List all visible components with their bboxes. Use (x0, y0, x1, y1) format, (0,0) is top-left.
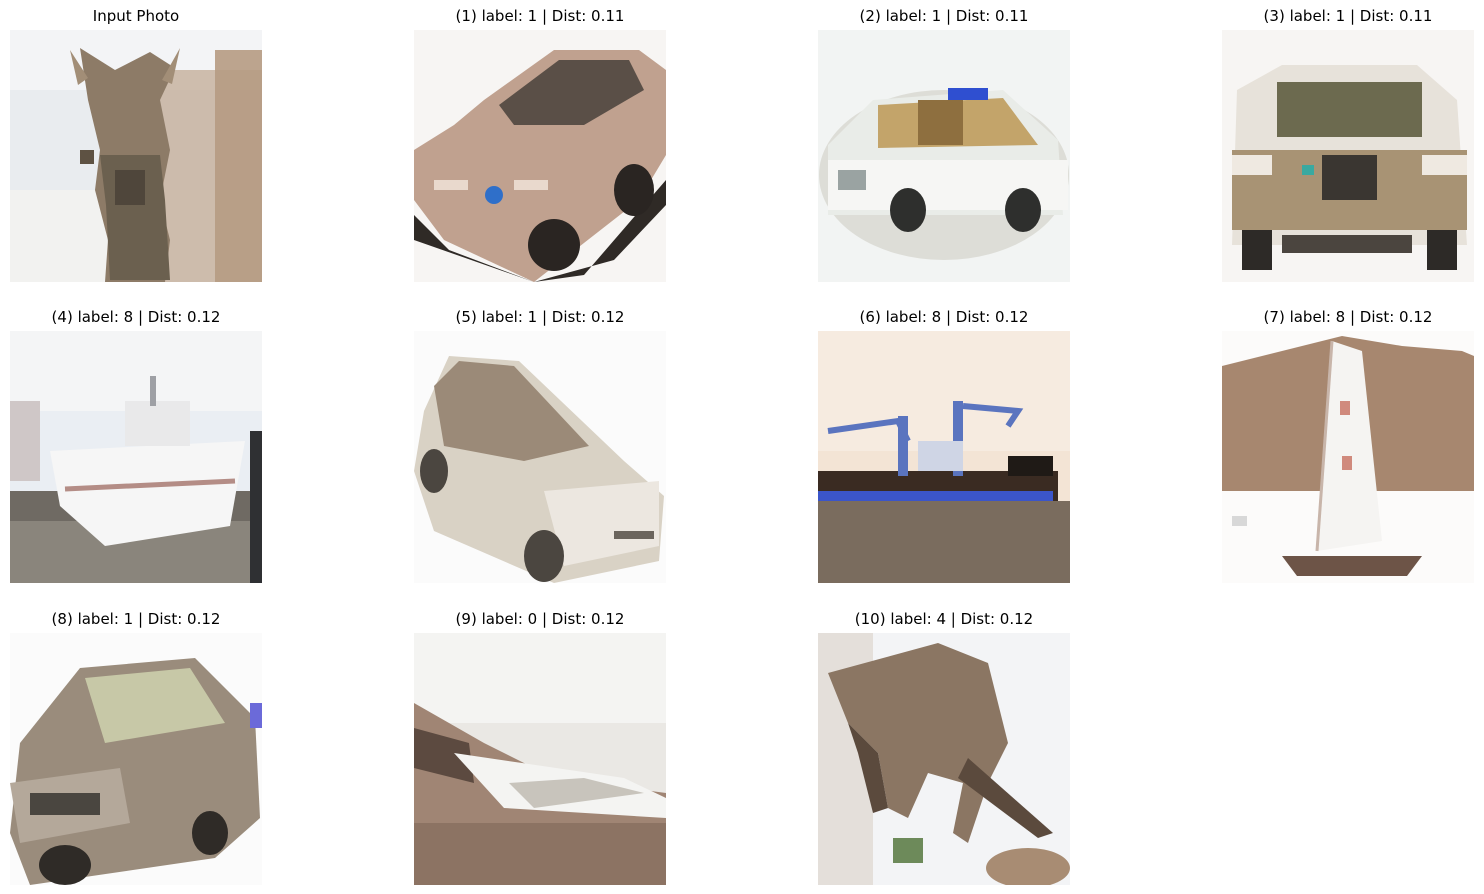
result-image-7 (1222, 331, 1474, 583)
input-image (10, 30, 262, 282)
deer-image (10, 30, 262, 282)
panel-title: (4) label: 8 | Dist: 0.12 (51, 308, 221, 326)
result-image-9 (414, 633, 666, 885)
car-image (414, 30, 666, 282)
empty-slot (1222, 633, 1474, 885)
panel-title: (3) label: 1 | Dist: 0.11 (1263, 7, 1433, 25)
airplane-image (414, 633, 666, 885)
panel-title: (2) label: 1 | Dist: 0.11 (859, 7, 1029, 25)
sailboat-image (1222, 331, 1474, 583)
result-image-8 (10, 633, 262, 885)
car-image (414, 331, 666, 583)
result-image-5 (414, 331, 666, 583)
panel-title: (6) label: 8 | Dist: 0.12 (859, 308, 1029, 326)
panel-title: (8) label: 1 | Dist: 0.12 (51, 610, 221, 628)
panel-title: Input Photo (92, 7, 180, 25)
car-image (10, 633, 262, 885)
boat-image (10, 331, 262, 583)
ship-image (818, 331, 1070, 583)
panel-title: (1) label: 1 | Dist: 0.11 (455, 7, 625, 25)
result-image-10 (818, 633, 1070, 885)
panel-title: (5) label: 1 | Dist: 0.12 (455, 308, 625, 326)
deer-image (818, 633, 1070, 885)
result-image-1 (414, 30, 666, 282)
result-image-2 (818, 30, 1070, 282)
result-image-6 (818, 331, 1070, 583)
car-image (1222, 30, 1474, 282)
panel-title: (9) label: 0 | Dist: 0.12 (455, 610, 625, 628)
panel-title: (7) label: 8 | Dist: 0.12 (1263, 308, 1433, 326)
panel-title: (10) label: 4 | Dist: 0.12 (854, 610, 1034, 628)
car-image (818, 30, 1070, 282)
result-image-3 (1222, 30, 1474, 282)
result-image-4 (10, 331, 262, 583)
